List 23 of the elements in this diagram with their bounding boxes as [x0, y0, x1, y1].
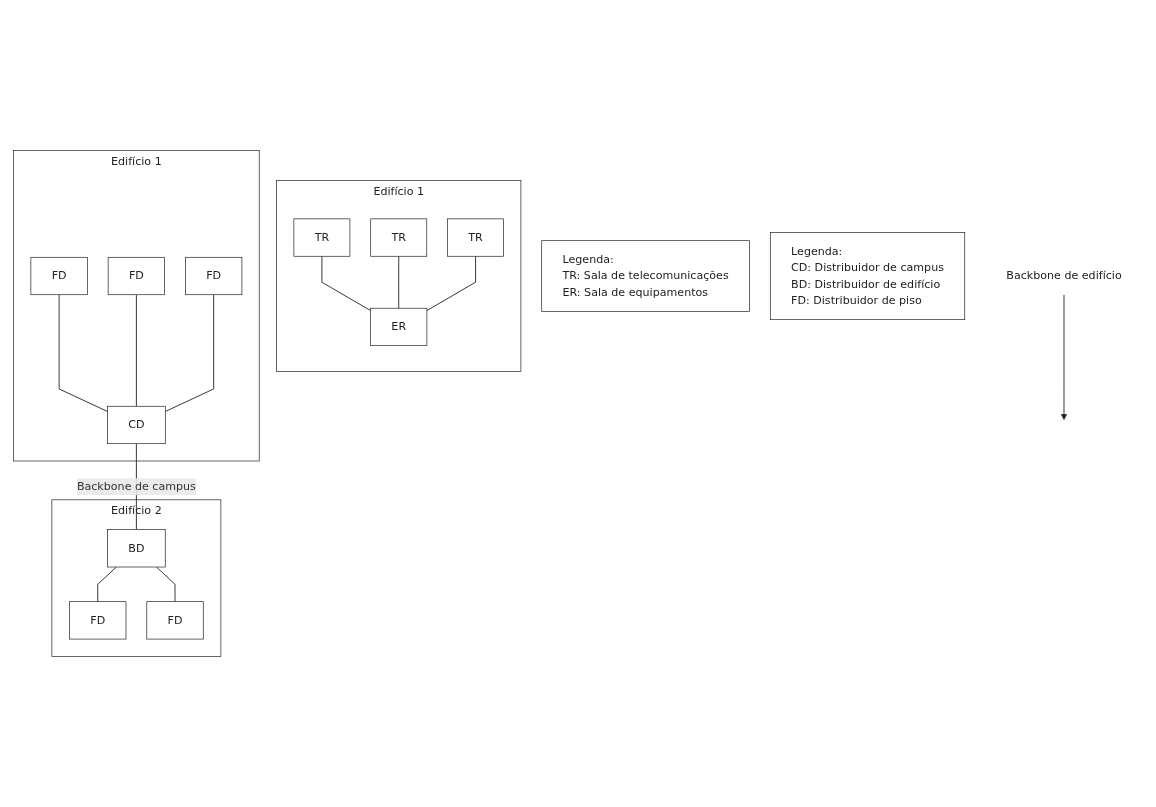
connector	[135, 294, 137, 407]
connector	[156, 566, 176, 603]
node-box: FD	[30, 256, 88, 296]
connector	[58, 294, 108, 412]
node-box: TR	[293, 218, 351, 257]
node-box: TR	[447, 218, 504, 257]
node-box: FD	[146, 601, 204, 640]
node-box: ER	[370, 307, 428, 346]
connector	[164, 294, 215, 412]
edge-label: Backbone de campus	[76, 479, 196, 493]
connector	[426, 255, 476, 311]
connector	[97, 566, 117, 603]
node-box: TR	[370, 218, 428, 257]
node-box: CD	[107, 405, 166, 445]
node-box: FD	[69, 601, 127, 640]
node-box: Legenda: TR: Sala de telecomunicações ER: Sala de equipamentos	[541, 240, 750, 312]
node-box: FD	[107, 256, 165, 296]
node-text: Backbone de edifício	[1006, 269, 1122, 283]
node-box: BD	[107, 529, 166, 568]
node-box: Legenda: CD: Distribuidor de campus BD: Distribuidor de edifício FD: Distribuidor de piso	[769, 232, 966, 320]
connector	[321, 255, 372, 311]
connector	[398, 255, 400, 309]
node-box: FD	[185, 256, 243, 296]
